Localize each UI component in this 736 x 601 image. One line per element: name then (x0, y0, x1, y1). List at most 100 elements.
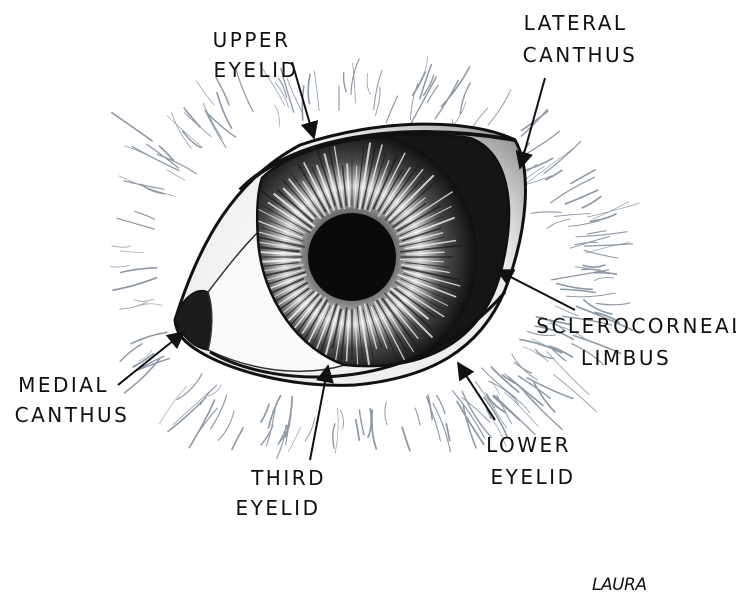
label-sclerocorneal-limbus: SCLEROCORNEAL LIMBUS (536, 314, 736, 370)
fur-strand (544, 141, 581, 173)
fur-strand (585, 244, 633, 246)
fur-strand (177, 374, 202, 400)
fur-strand (117, 218, 155, 229)
eye (175, 120, 530, 390)
fur-strand (286, 415, 292, 444)
fur-strand (372, 410, 376, 449)
fur-strand (402, 427, 410, 450)
pupil (308, 213, 396, 301)
fur-strand (569, 221, 599, 226)
fur-strand (196, 81, 214, 105)
fur-strand (520, 339, 562, 353)
fur-strand (344, 73, 347, 92)
fur-strand (531, 212, 561, 214)
fur-strand (491, 367, 518, 392)
fur-strand (131, 332, 167, 343)
fur-strand (173, 389, 212, 425)
fur-strand (514, 362, 531, 373)
fur-strand (211, 395, 227, 429)
arrow-lateral-canthus (520, 78, 545, 168)
fur-strand (120, 302, 148, 309)
fur-strand (460, 83, 470, 114)
fur-strand (205, 110, 226, 147)
fur-strand (184, 113, 211, 137)
fur-strand (590, 214, 616, 222)
fur-strand (571, 170, 595, 184)
fur-strand (596, 303, 630, 305)
fur-strand (124, 181, 164, 189)
fur-strand (356, 420, 360, 440)
fur-strand (583, 265, 604, 267)
fur-strand (335, 408, 338, 453)
fur-strand (595, 273, 617, 275)
fur-strand (594, 278, 613, 281)
fur-strand (112, 246, 131, 247)
fur-strand (137, 304, 162, 306)
fur-strand (135, 211, 155, 219)
fur-strand (557, 284, 592, 290)
fur-strand (374, 70, 382, 109)
fur-strand (385, 402, 387, 425)
fur-strand (340, 410, 343, 429)
fur-strand (492, 381, 500, 395)
fur-strand (167, 170, 185, 180)
fur-strand (261, 426, 273, 446)
fur-strand (203, 103, 222, 138)
fur-strand (266, 409, 275, 446)
fur-strand (218, 411, 234, 440)
fur-strand (183, 131, 201, 147)
fur-strand (527, 378, 573, 399)
label-lower-eyelid: LOWER EYELID (486, 433, 580, 489)
fur-strand (189, 400, 214, 448)
fur-strand (160, 386, 187, 424)
fur-strand (566, 293, 615, 297)
fur-strand (172, 113, 192, 148)
fur-strand (368, 409, 371, 438)
label-lateral-canthus: LATERAL CANTHUS (523, 11, 638, 67)
fur-strand (168, 398, 206, 432)
fur-strand (463, 405, 476, 448)
fur-strand (111, 265, 129, 267)
fur-strand (415, 408, 420, 425)
artist-signature: LAURA (592, 575, 647, 595)
fur-strand (584, 250, 618, 258)
fur-strand (521, 158, 553, 171)
fur-strand (413, 72, 425, 95)
fur-strand (157, 154, 196, 173)
fur-strand (554, 213, 590, 216)
fur-strand (121, 268, 157, 273)
fur-strand (125, 146, 148, 156)
arrow-medial-canthus (118, 332, 184, 385)
fur-strand (547, 219, 570, 228)
fur-strand (120, 344, 142, 362)
fur-strand (217, 93, 232, 128)
fur-strand (261, 404, 269, 422)
label-medial-canthus: MEDIAL CANTHUS (15, 373, 130, 427)
fur-strand (208, 385, 221, 396)
fur-strand (576, 232, 627, 237)
fur-strand (359, 410, 364, 435)
fur-strand (584, 300, 613, 314)
fur-strand (484, 397, 507, 437)
fur-strand (112, 113, 152, 141)
fur-strand (437, 395, 446, 414)
fur-strand (134, 299, 154, 301)
fur-strand (453, 102, 466, 127)
label-third-eyelid: THIRD EYELID (236, 466, 335, 520)
fur-strand (551, 177, 595, 203)
fur-strand (232, 428, 243, 450)
fur-strand (289, 427, 301, 451)
fur-strand (386, 96, 397, 123)
fur-strand (546, 170, 562, 180)
label-upper-eyelid: UPPER EYELID (213, 28, 300, 82)
fur-strand (588, 231, 607, 234)
fur-strand (488, 90, 511, 126)
fur-strand (367, 74, 371, 95)
fur-strand (427, 85, 438, 103)
fur-strand (314, 71, 319, 111)
fur-strand (333, 424, 335, 449)
fur-strand (582, 197, 601, 208)
fur-strand (120, 251, 143, 253)
fur-strand (275, 105, 280, 127)
